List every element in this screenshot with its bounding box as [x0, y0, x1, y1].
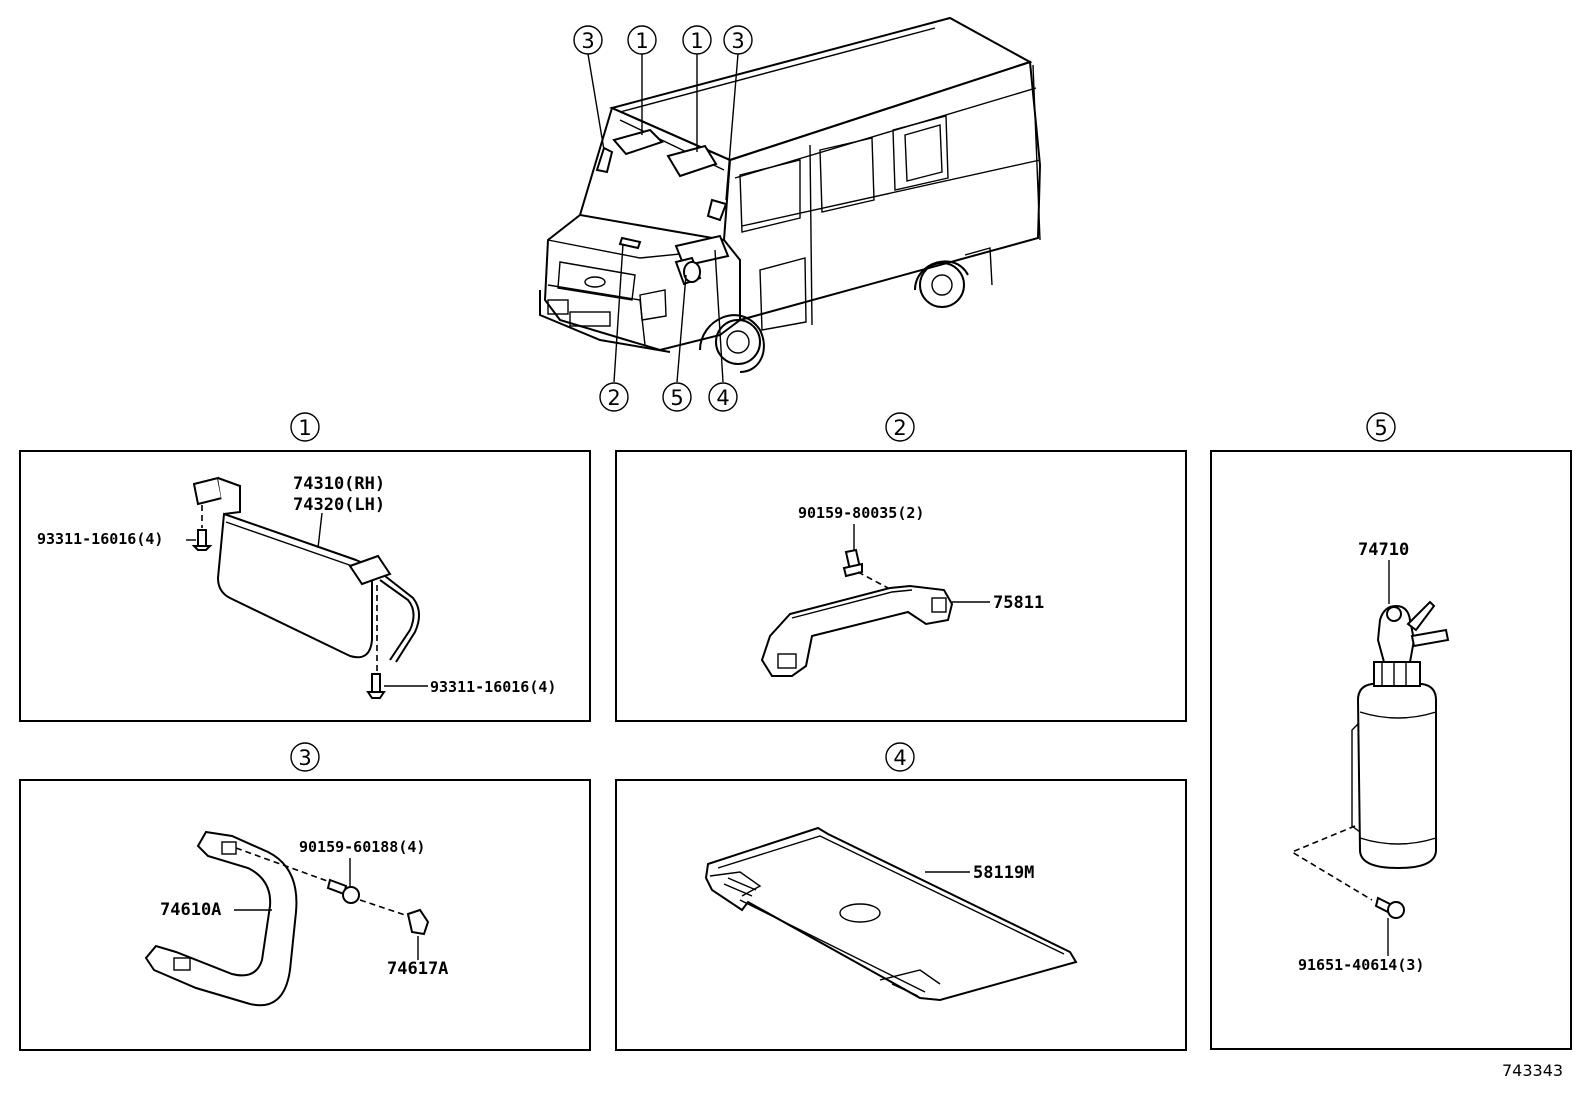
panel-3-number: 3: [298, 746, 311, 770]
svg-text:1: 1: [635, 29, 648, 53]
svg-text:1: 1: [690, 29, 703, 53]
diagram-code: 743343: [1502, 1061, 1563, 1080]
callout-bottom-5: 5: [662, 382, 692, 412]
panel-4: 4 58119M: [615, 742, 1187, 1051]
label-91651-40614: 91651-40614(3): [1298, 956, 1424, 974]
svg-text:3: 3: [581, 29, 594, 53]
extinguisher-bolt-part: [1290, 825, 1405, 919]
handle-clip-part: [406, 908, 430, 936]
panel-2-frame: [615, 450, 1187, 722]
label-74320: 74320(LH): [293, 495, 385, 515]
label-93311-upper: 93311-16016(4): [37, 530, 163, 548]
handle-screw-part: [235, 847, 409, 917]
panel-3-frame: [19, 779, 591, 1051]
callout-bottom-2: 2: [599, 382, 629, 412]
label-90159-80035: 90159-80035(2): [798, 504, 924, 522]
panel-4-number: 4: [893, 746, 906, 770]
panel-5-number: 5: [1374, 416, 1387, 440]
panel-3: 3 90159-60188(4) 74610A 74617A: [19, 742, 591, 1051]
svg-text:4: 4: [716, 386, 729, 410]
label-74310: 74310(RH): [293, 474, 385, 494]
panel-1-number: 1: [298, 416, 311, 440]
panel-1: 1 74310(RH) 74320(LH): [19, 412, 591, 722]
label-58119M: 58119M: [973, 863, 1034, 883]
tray-part: [704, 826, 1078, 1002]
svg-text:5: 5: [670, 386, 683, 410]
panel-2-number: 2: [893, 416, 906, 440]
label-74710: 74710: [1358, 540, 1409, 560]
label-90159-60188: 90159-60188(4): [299, 838, 425, 856]
callout-top-3-right: 3: [723, 25, 753, 55]
van-illustration: [539, 16, 1042, 373]
callout-bottom-4: 4: [708, 382, 738, 412]
panel-2: 2 90159-80035(2) 75811: [615, 412, 1187, 722]
label-74610A: 74610A: [160, 900, 221, 920]
label-74617A: 74617A: [387, 959, 448, 979]
screw-lower-part: [366, 585, 386, 699]
label-75811: 75811: [993, 593, 1044, 613]
callout-top-1-right: 1: [682, 25, 712, 55]
panel-4-frame: [615, 779, 1187, 1051]
panel-5: 5 74710 91651-40614(3): [1210, 412, 1572, 1050]
callout-top-3-left: 3: [573, 25, 603, 55]
screw-upper-part: [191, 505, 213, 551]
sun-visor-part: [192, 476, 420, 663]
callout-top-1-left: 1: [627, 25, 657, 55]
grip-screw-part: [842, 548, 889, 589]
panel-1-frame: [19, 450, 591, 722]
extinguisher-part: [1351, 600, 1450, 870]
grip-part: [760, 584, 954, 677]
van-leader-lines: [587, 53, 739, 383]
panel-5-frame: [1210, 450, 1572, 1050]
svg-text:2: 2: [607, 386, 620, 410]
label-93311-lower: 93311-16016(4): [430, 678, 556, 696]
svg-text:3: 3: [731, 29, 744, 53]
